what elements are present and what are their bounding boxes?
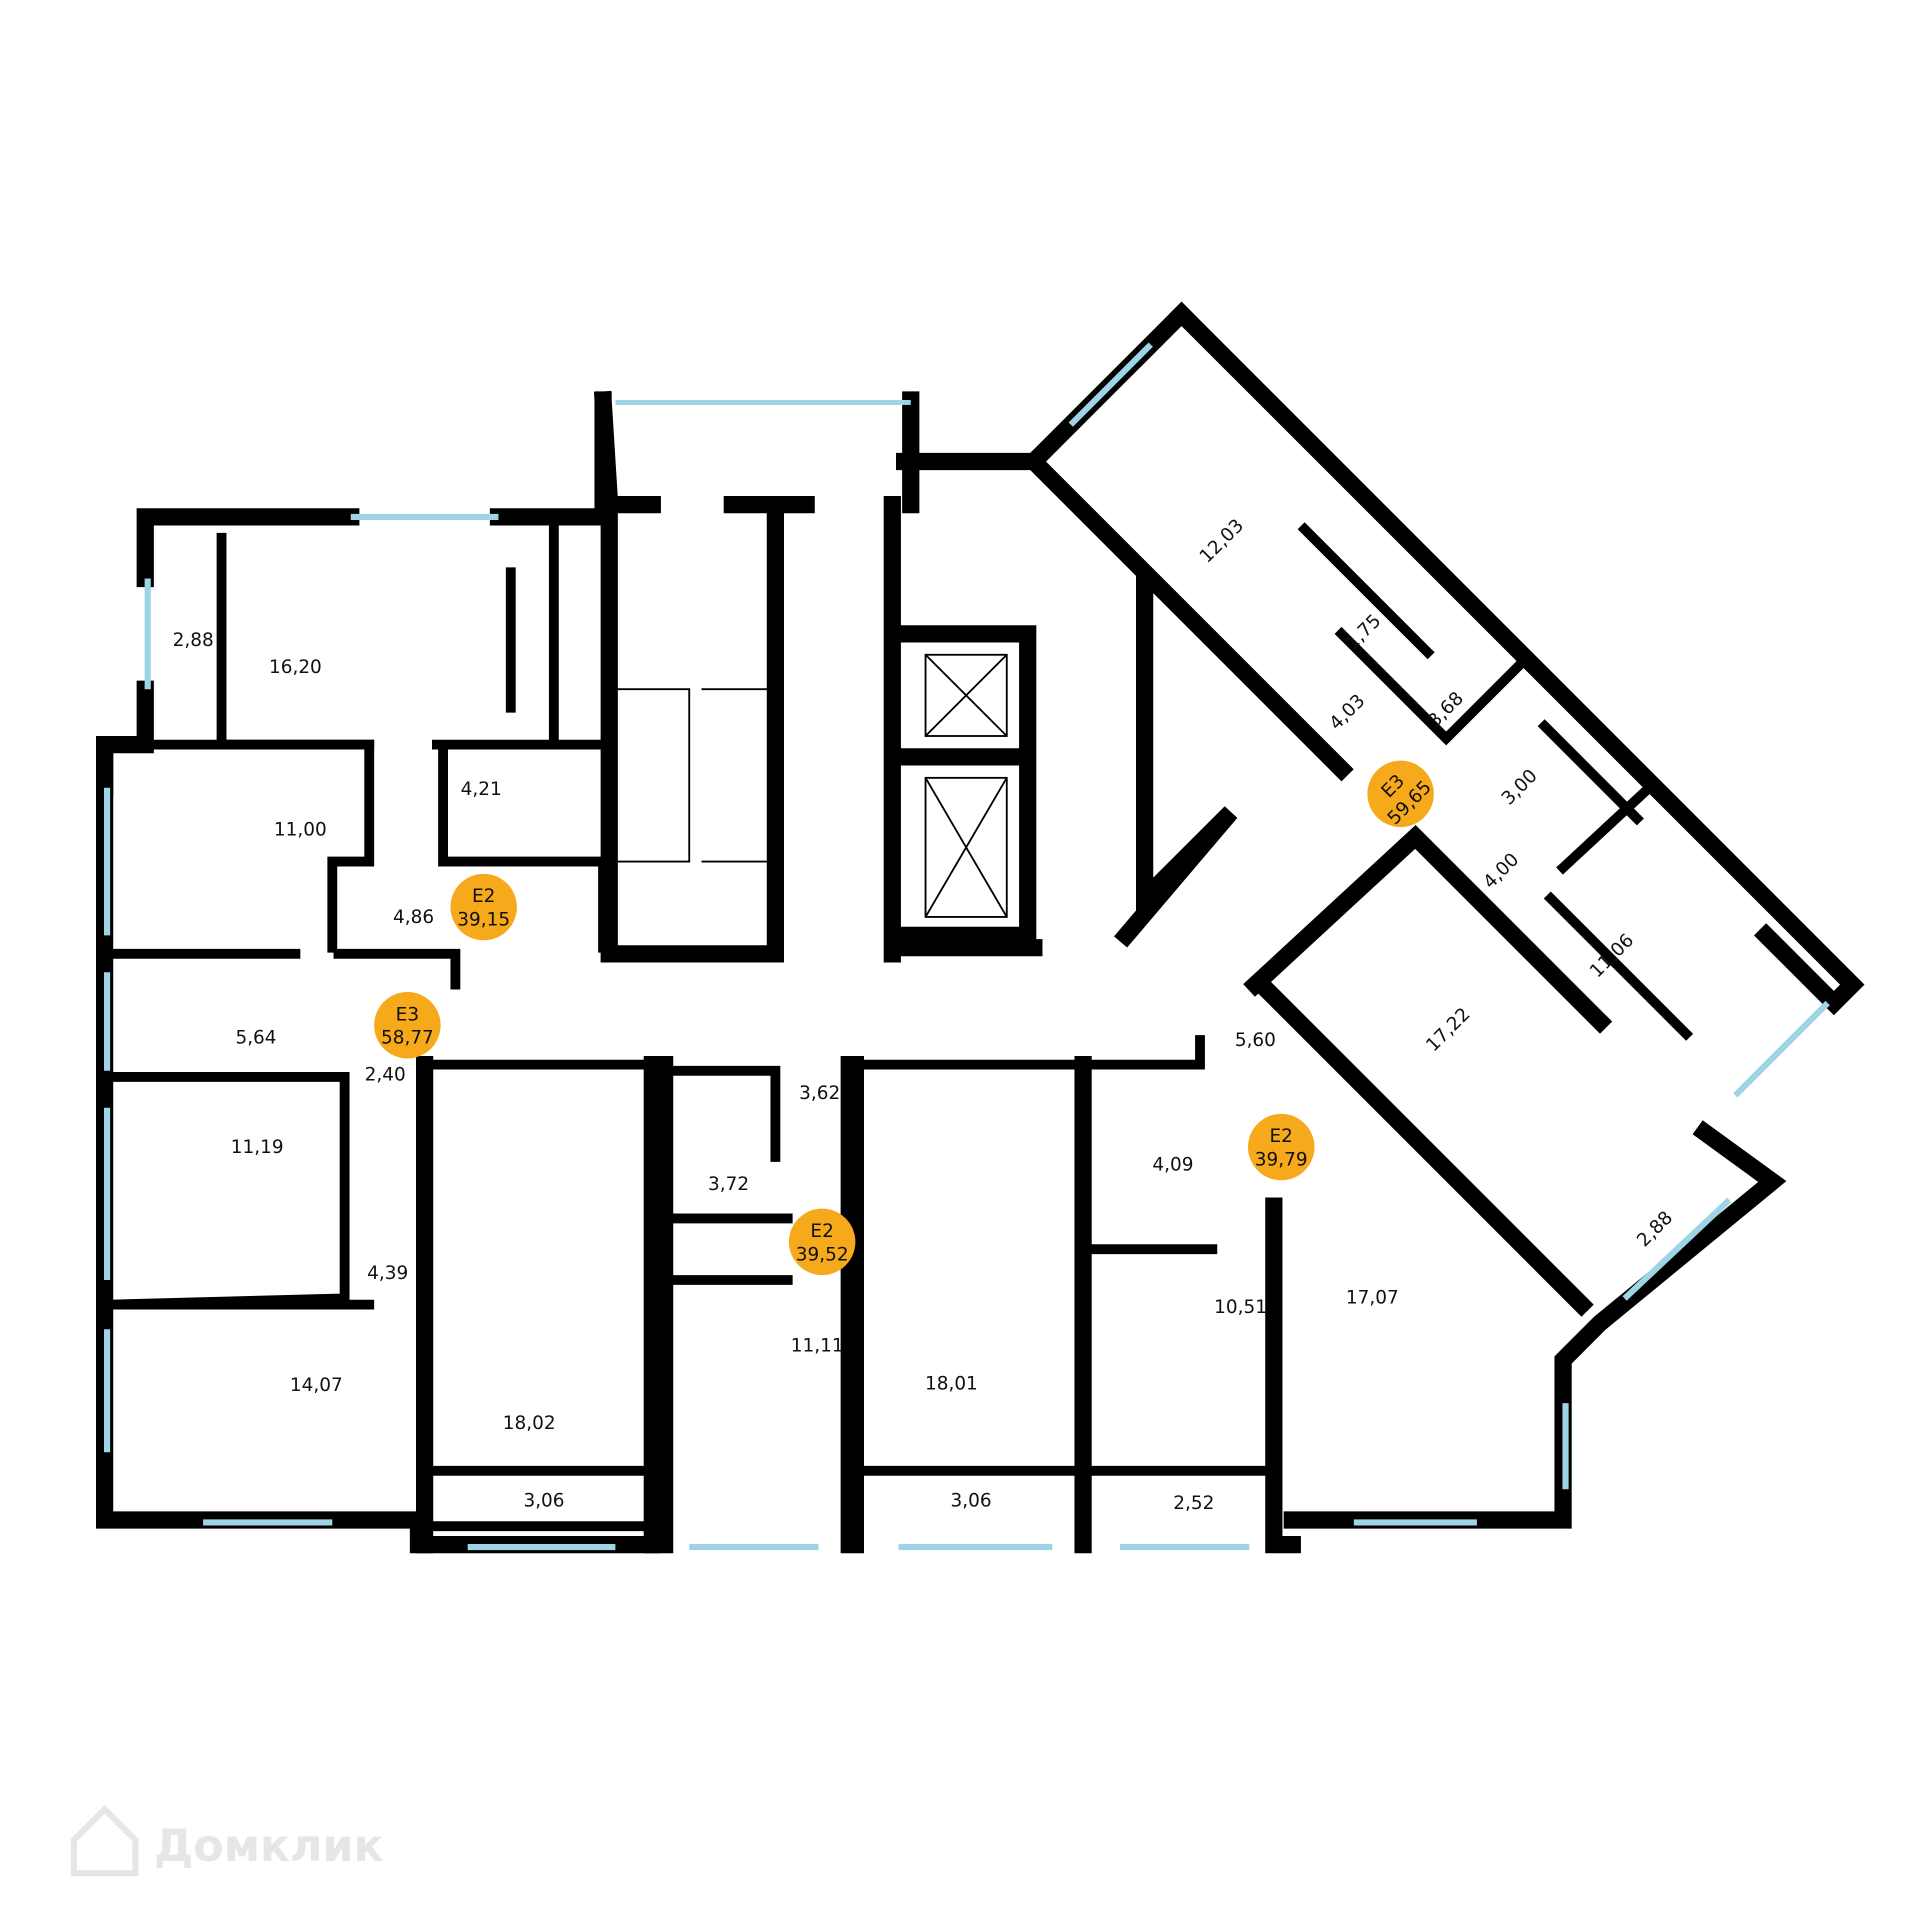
apartment-badge[interactable]: E2 39,15 (450, 873, 517, 941)
room-area: 3,06 (523, 1490, 564, 1511)
apartment-area: 39,15 (457, 910, 510, 931)
room-area: 4,39 (367, 1263, 408, 1284)
room-area: 4,09 (1152, 1154, 1193, 1175)
room-area: 2,40 (365, 1065, 406, 1086)
room-area: 10,51 (1214, 1297, 1267, 1318)
room-area: 11,11 (791, 1335, 844, 1356)
room-area: 2,88 (173, 630, 214, 651)
room-area: 18,01 (925, 1374, 978, 1395)
room-area: 3,06 (951, 1490, 992, 1511)
windows (104, 342, 1830, 1551)
apartment-badge[interactable]: E2 39,79 (1248, 1113, 1315, 1181)
room-area: 14,07 (290, 1375, 343, 1396)
room-area: 3,00 (1498, 766, 1542, 810)
room-area: 3,62 (799, 1083, 840, 1104)
room-area: 4,00 (1479, 849, 1523, 893)
room-area: 16,20 (269, 657, 322, 678)
room-area: 11,19 (231, 1137, 284, 1158)
apartment-badge[interactable]: E2 39,52 (788, 1208, 856, 1276)
apartment-badge[interactable]: E3 59,65 (1354, 747, 1448, 841)
watermark-text: Домклик (154, 1821, 384, 1872)
room-area: 11,00 (274, 820, 327, 841)
room-area: 5,60 (1235, 1030, 1276, 1051)
room-area: 2,52 (1173, 1493, 1214, 1514)
apartment-badge[interactable]: E3 58,77 (374, 992, 441, 1059)
apartment-type: E2 (1270, 1126, 1293, 1147)
room-area: 4,21 (461, 779, 502, 800)
room-area: 4,03 (1326, 690, 1370, 734)
room-area: 17,07 (1346, 1287, 1399, 1308)
room-area: 5,64 (235, 1028, 276, 1049)
apartment-type: E2 (472, 886, 495, 907)
walls (96, 301, 1865, 1554)
room-area: 17,22 (1422, 1004, 1474, 1056)
room-area: 3,72 (708, 1174, 749, 1195)
apartment-type: E2 (810, 1221, 833, 1242)
apartment-area: 58,77 (381, 1028, 434, 1049)
house-logo-icon (70, 1804, 139, 1877)
apartment-type: E3 (396, 1004, 419, 1025)
apartment-area: 39,52 (796, 1244, 849, 1265)
window (615, 400, 911, 405)
room-area: 4,86 (393, 907, 434, 928)
room-area: 2,88 (1633, 1207, 1677, 1251)
room-area: 12,03 (1196, 515, 1248, 567)
domclick-watermark: Домклик (70, 1804, 384, 1877)
room-area: 1,75 (1342, 610, 1386, 654)
room-area: 18,02 (503, 1413, 556, 1434)
apartment-area: 39,79 (1255, 1150, 1308, 1171)
apartment-badges: E2 39,15 E3 58,77 E2 39,52 E2 39,79 E3 5… (374, 747, 1448, 1276)
